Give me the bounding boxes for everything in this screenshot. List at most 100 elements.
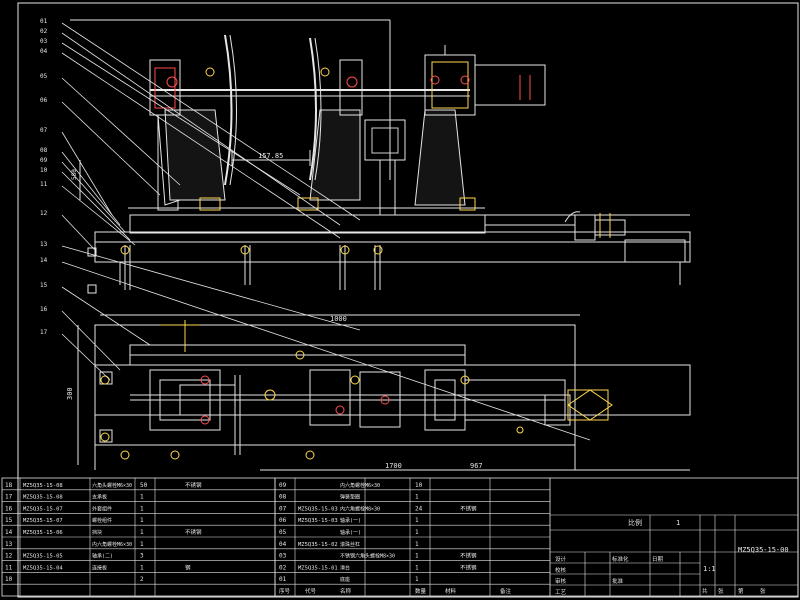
bom-row-name: 滚珠丝杠 bbox=[340, 541, 360, 548]
bom-row-code: MZ5Q35-15-03 bbox=[298, 506, 338, 512]
drawing-frame bbox=[17, 2, 799, 598]
top-view bbox=[77, 314, 691, 471]
bom-row-material: 不锈钢 bbox=[185, 528, 202, 536]
drawing-number: MZ5Q35-15-00 bbox=[738, 546, 789, 554]
bom-row-material: 钢 bbox=[185, 563, 191, 571]
bom-row-no: 12 bbox=[5, 553, 13, 560]
bom-row-no: 11 bbox=[5, 564, 13, 571]
bom-row-code: MZ5Q35-15-08 bbox=[23, 495, 63, 501]
bom-row-qty: 1 bbox=[140, 529, 144, 536]
front-view bbox=[70, 19, 691, 294]
title-block-cell: 张 bbox=[760, 587, 766, 595]
bom-row-qty: 1 bbox=[415, 494, 419, 501]
front-view-accents bbox=[120, 67, 611, 255]
part-label: 15 bbox=[40, 282, 48, 289]
bom-row-no: 13 bbox=[5, 541, 13, 548]
title-block-cell: 张 bbox=[718, 587, 724, 595]
bom-row-code: MZ5Q35-15-06 bbox=[23, 530, 63, 536]
bom-row-no: 03 bbox=[279, 553, 287, 560]
part-label: 01 bbox=[40, 18, 48, 25]
part-label: 12 bbox=[40, 210, 48, 217]
bom-row-material: 不锈钢 bbox=[460, 504, 477, 512]
part-label: 02 bbox=[40, 28, 48, 35]
bom-row-code: MZ5Q35-15-04 bbox=[23, 565, 63, 571]
bom-row-name: 内六角螺栓M6×30 bbox=[340, 482, 380, 489]
dimension-1700: 1700 bbox=[385, 462, 402, 470]
bom-row-no: 16 bbox=[5, 505, 13, 512]
bom-row-no: 02 bbox=[279, 564, 287, 571]
bom-header-cell: 备注 bbox=[500, 587, 512, 595]
scale-label: 比例 bbox=[628, 518, 642, 527]
bom-row-qty: 1 bbox=[415, 517, 419, 524]
bom-row-code: MZ5Q35-15-08 bbox=[23, 483, 63, 489]
bom-row-no: 15 bbox=[5, 517, 13, 524]
bom-row-code: MZ5Q35-15-02 bbox=[298, 542, 338, 548]
bom-row-code: MZ5Q35-15-05 bbox=[23, 554, 63, 560]
bom-row-qty: 1 bbox=[415, 564, 419, 571]
part-label: 09 bbox=[40, 157, 48, 164]
bom-row-no: 10 bbox=[5, 576, 13, 583]
bom-row-qty: 1 bbox=[415, 541, 419, 548]
bom-row-material: 不锈钢 bbox=[460, 563, 477, 571]
part-label: 06 bbox=[40, 97, 48, 104]
bom-row-name: 轴承(一) bbox=[340, 529, 361, 536]
bom-row-name: 外套组件 bbox=[92, 505, 112, 512]
title-block-cell: 第 bbox=[738, 587, 744, 595]
bom-row-qty: 3 bbox=[140, 553, 144, 560]
part-label: 13 bbox=[40, 241, 48, 248]
bom-row-no: 14 bbox=[5, 529, 13, 536]
part-label: 05 bbox=[40, 73, 48, 80]
bom-row-no: 01 bbox=[279, 576, 287, 583]
bom-row-no: 05 bbox=[279, 529, 287, 536]
sheet-ratio: 1:1 bbox=[703, 565, 716, 573]
bom-row-code: MZ5Q35-15-07 bbox=[23, 518, 63, 524]
bom-header-cell: 数量 bbox=[415, 587, 427, 595]
bom-row-qty: 1 bbox=[415, 576, 419, 583]
part-label: 17 bbox=[40, 329, 48, 336]
title-block-cells: 设计校核审核工艺标准化批准日期共张第张 bbox=[555, 555, 766, 596]
part-label: 10 bbox=[40, 167, 48, 174]
bom-row-name: 支承板 bbox=[92, 494, 107, 501]
bom-row-material: 不锈钢 bbox=[185, 481, 202, 489]
bom-row-name: 轴承(一) bbox=[340, 517, 361, 524]
bom-row-qty: 1 bbox=[415, 529, 419, 536]
title-block-cell: 审核 bbox=[555, 577, 567, 585]
dimension-300: 300 bbox=[66, 387, 74, 400]
bom-row-name: 连接板 bbox=[92, 564, 107, 571]
bom-row-material: 不锈钢 bbox=[460, 552, 477, 560]
bom-grid bbox=[2, 478, 550, 596]
title-block-cell: 校核 bbox=[555, 566, 567, 574]
bom-row-qty: 1 bbox=[140, 505, 144, 512]
bom-header-cell: 名称 bbox=[340, 587, 352, 595]
part-label: 03 bbox=[40, 38, 48, 45]
top-view-accents bbox=[100, 320, 524, 460]
dimension-967: 967 bbox=[470, 462, 483, 470]
bom-row-no: 09 bbox=[279, 482, 287, 489]
bom-header-cell: 代号 bbox=[305, 587, 317, 595]
bom-row-qty: 1 bbox=[140, 517, 144, 524]
bom-row-name: 滑台 bbox=[340, 564, 350, 571]
bom-row-qty: 50 bbox=[140, 482, 148, 489]
bom-row-qty: 24 bbox=[415, 505, 423, 512]
bom-row-qty: 1 bbox=[415, 553, 419, 560]
bom-row-qty: 10 bbox=[415, 482, 423, 489]
bom-row-name: 螺栓组件 bbox=[92, 517, 112, 524]
bom-row-code: MZ5Q35-15-03 bbox=[298, 518, 338, 524]
bom-row-code: MZ5Q35-15-01 bbox=[298, 565, 338, 571]
bom-header-cell: 材料 bbox=[445, 587, 457, 595]
bom-row-qty: 1 bbox=[140, 541, 144, 548]
title-block-right bbox=[550, 514, 798, 596]
bom-row-no: 18 bbox=[5, 482, 13, 489]
bom-row-name: 内六角螺栓M6×30 bbox=[92, 541, 132, 548]
bom-row-name: 内六角螺栓M8×30 bbox=[340, 505, 380, 512]
leader-lines bbox=[61, 22, 591, 441]
part-label: 04 bbox=[40, 48, 48, 55]
bom-row-no: 08 bbox=[279, 494, 287, 501]
bom-row-no: 07 bbox=[279, 505, 287, 512]
dimension-1000: 1000 bbox=[330, 315, 347, 323]
title-block-cell: 共 bbox=[702, 587, 708, 595]
title-block-cell: 批准 bbox=[612, 577, 624, 585]
